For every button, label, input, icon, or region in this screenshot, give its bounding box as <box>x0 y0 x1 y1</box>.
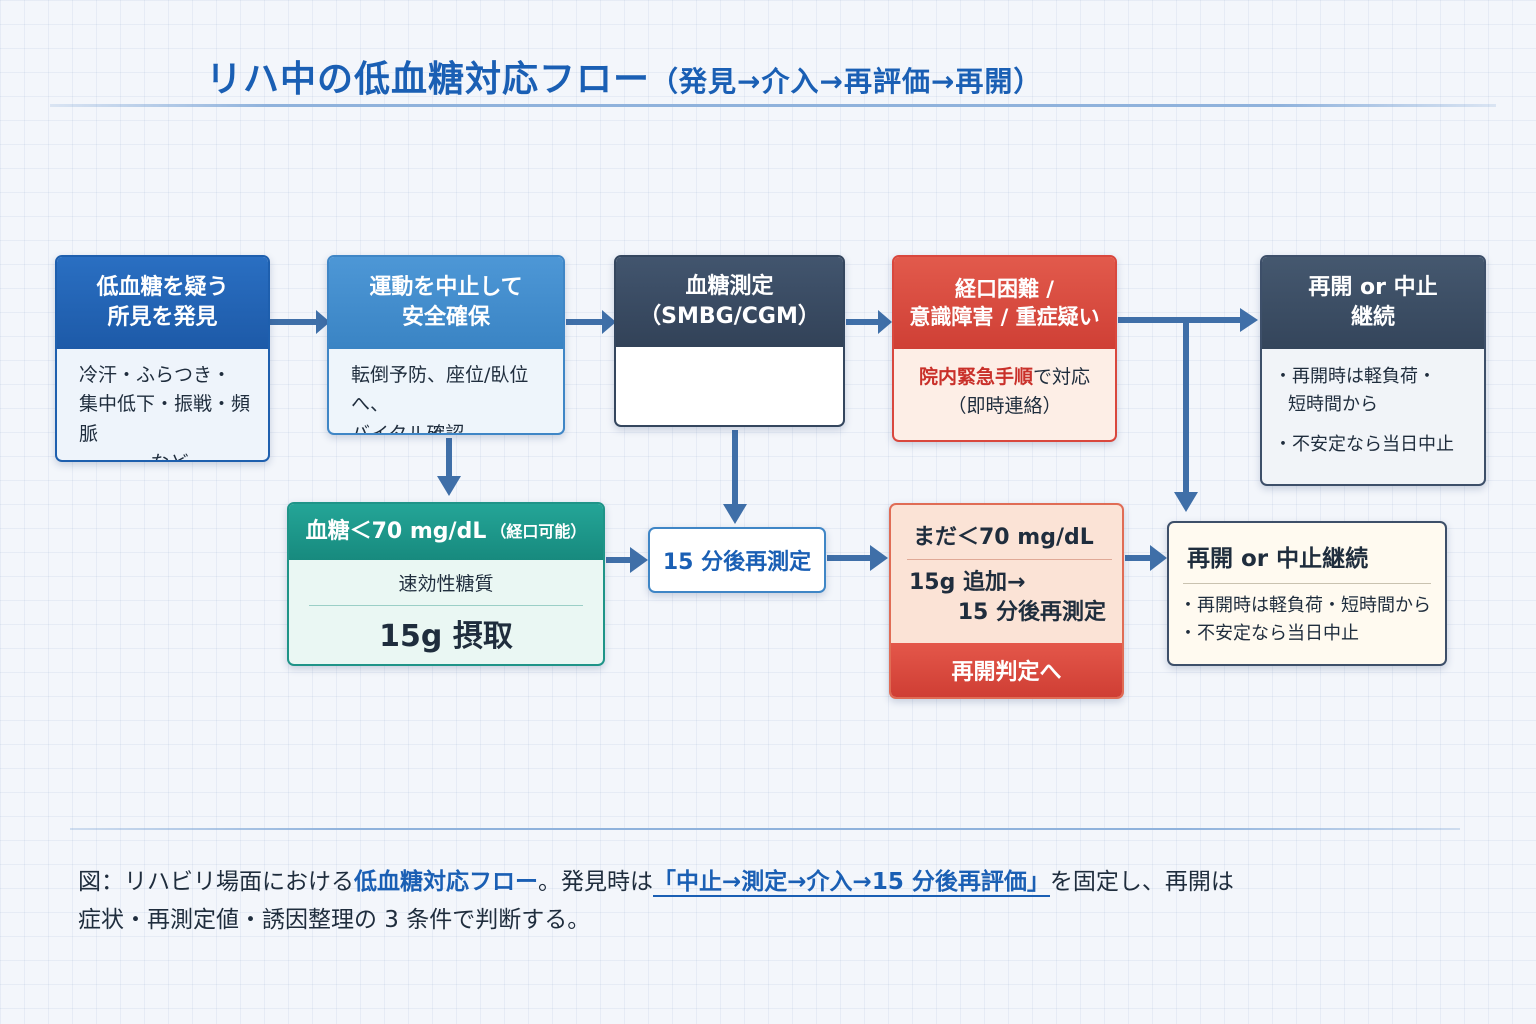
body-line: 15 分後再測定 <box>957 599 1106 625</box>
header-line: 低血糖を疑う <box>96 275 229 301</box>
header-line: 血糖測定 <box>685 274 774 300</box>
box-still-low: まだ＜70 mg/dL 15g 追加→ 15 分後再測定 再開判定へ <box>889 503 1124 699</box>
arrowhead-b4-b5 <box>1240 308 1258 332</box>
arrowhead-b1-b2 <box>316 310 330 334</box>
intake-amount: 15g 摂取 <box>379 619 513 655</box>
box-severe-case: 経口困難 / 意識障害 / 重症疑い 院内緊急手順で対応 （即時連絡） <box>892 255 1117 442</box>
box-stop-header: 運動を中止して 安全確保 <box>329 257 563 349</box>
header-main: 血糖＜70 mg/dL <box>305 519 487 545</box>
caption-text: を固定し、再開は <box>1049 869 1234 895</box>
divider <box>1183 583 1431 584</box>
remeasure-label: 15 分後再測定 <box>662 550 812 575</box>
body-line: など <box>79 449 260 460</box>
header-line: 安全確保 <box>401 305 490 330</box>
header-line: 所見を発見 <box>107 305 218 330</box>
header-line: 意識障害 / 重症疑い <box>909 305 1100 329</box>
arrowhead-b4-b9 <box>1174 492 1198 512</box>
bullet-item: ・不安定なら当日中止 <box>1179 622 1359 644</box>
emergency-procedure-text: 院内緊急手順 <box>918 366 1033 388</box>
caption-text: 図：リハビリ場面における <box>78 869 354 895</box>
arrowhead-b7-b8 <box>870 545 888 571</box>
box-stop-exercise: 運動を中止して 安全確保 転倒予防、座位/臥位へ、 バイタル確認 <box>327 255 565 435</box>
box-resume-or-stop-top: 再開 or 中止 継続 ・再開時は軽負荷・ 短時間から ・不安定なら当日中止 <box>1260 255 1486 486</box>
box-severe-header: 経口困難 / 意識障害 / 重症疑い <box>894 257 1115 349</box>
arrowhead-b2-b3 <box>602 310 616 334</box>
body-line: 15g 追加→ <box>909 570 1026 595</box>
header-line: 再開 or 中止 <box>1308 275 1438 301</box>
still-low-title: まだ＜70 mg/dL <box>913 525 1094 550</box>
box-glucose-measure: 血糖測定 （SMBG/CGM） <box>614 255 845 427</box>
header-note: （経口可能） <box>490 522 587 542</box>
caption-divider <box>70 828 1460 830</box>
figure-caption: 図：リハビリ場面における低血糖対応フロー。発見時は「中止→測定→介入→15 分後… <box>78 864 1478 940</box>
box-stop-body: 転倒予防、座位/臥位へ、 バイタル確認 <box>329 349 563 435</box>
caption-text: 。発見時は <box>538 869 653 895</box>
body-line: 速効性糖質 <box>398 573 494 595</box>
box-low-body: 速効性糖質 15g 摂取 <box>289 560 603 661</box>
bullet-item: ・不安定なら当日中止 <box>1274 433 1454 455</box>
title-divider <box>50 104 1496 107</box>
body-line: 転倒予防、座位/臥位へ、 <box>351 364 529 416</box>
resume-judgement-footer: 再開判定へ <box>891 643 1122 697</box>
box-resume-or-stop-bottom: 再開 or 中止継続 ・再開時は軽負荷・短時間から ・不安定なら当日中止 <box>1167 521 1447 666</box>
arrowhead-b8-b9 <box>1150 545 1167 571</box>
body-line: 集中低下・振戦・頻脈 <box>79 393 251 445</box>
arrowhead-b6-b7 <box>630 547 648 573</box>
page-title: リハ中の低血糖対応フロー（発見→介入→再評価→再開） <box>206 50 1406 102</box>
header-line: 運動を中止して <box>369 275 523 301</box>
body-line: 冷汗・ふらつき・ <box>79 364 232 386</box>
box-resume-body: ・再開時は軽負荷・ 短時間から ・不安定なら当日中止 <box>1262 349 1484 465</box>
divider <box>309 605 583 607</box>
body-line: （即時連絡） <box>947 395 1062 418</box>
header-line: （SMBG/CGM） <box>639 304 820 329</box>
arrowhead-b3-b7 <box>723 504 747 524</box>
bullet-item: ・再開時は軽負荷・短時間から <box>1179 595 1431 616</box>
box-resume-bottom-body: ・再開時は軽負荷・短時間から ・不安定なら当日中止 <box>1169 592 1445 648</box>
box-resume-header: 再開 or 中止 継続 <box>1262 257 1484 349</box>
arrowhead-b3-b4 <box>878 310 892 334</box>
box-glucose-low: 血糖＜70 mg/dL（経口可能） 速効性糖質 15g 摂取 <box>287 502 605 666</box>
divider <box>907 559 1112 560</box>
box-detect-signs: 低血糖を疑う 所見を発見 冷汗・ふらつき・ 集中低下・振戦・頻脈 など <box>55 255 270 462</box>
arrowhead-b2-b6 <box>437 476 461 496</box>
body-text: で対応 <box>1033 366 1091 388</box>
title-main: リハ中の低血糖対応フロー <box>206 59 651 100</box>
box-detect-header: 低血糖を疑う 所見を発見 <box>57 257 268 349</box>
header-line: 経口困難 / <box>955 276 1054 301</box>
still-low-body: 15g 追加→ 15 分後再測定 <box>891 568 1122 627</box>
caption-highlight: 低血糖対応フロー <box>354 869 538 895</box>
title-subtitle: （発見→介入→再評価→再開） <box>650 65 1043 98</box>
box-remeasure: 15 分後再測定 <box>648 527 826 593</box>
bullet-item: 短時間から <box>1288 393 1378 415</box>
header-line: 継続 <box>1350 305 1395 330</box>
box-measure-header: 血糖測定 （SMBG/CGM） <box>616 257 843 347</box>
caption-line: 症状・再測定値・誘因整理の 3 条件で判断する。 <box>78 906 591 933</box>
bullet-item: ・再開時は軽負荷・ <box>1274 366 1436 387</box>
box-severe-body: 院内緊急手順で対応 （即時連絡） <box>894 349 1115 428</box>
body-line: バイタル確認 <box>351 422 465 435</box>
box-low-header: 血糖＜70 mg/dL（経口可能） <box>289 504 603 560</box>
box-detect-body: 冷汗・ふらつき・ 集中低下・振戦・頻脈 など <box>57 349 268 460</box>
box-resume-bottom-title: 再開 or 中止継続 <box>1187 546 1369 572</box>
caption-highlight-underlined: 「中止→測定→介入→15 分後再評価」 <box>653 869 1050 897</box>
